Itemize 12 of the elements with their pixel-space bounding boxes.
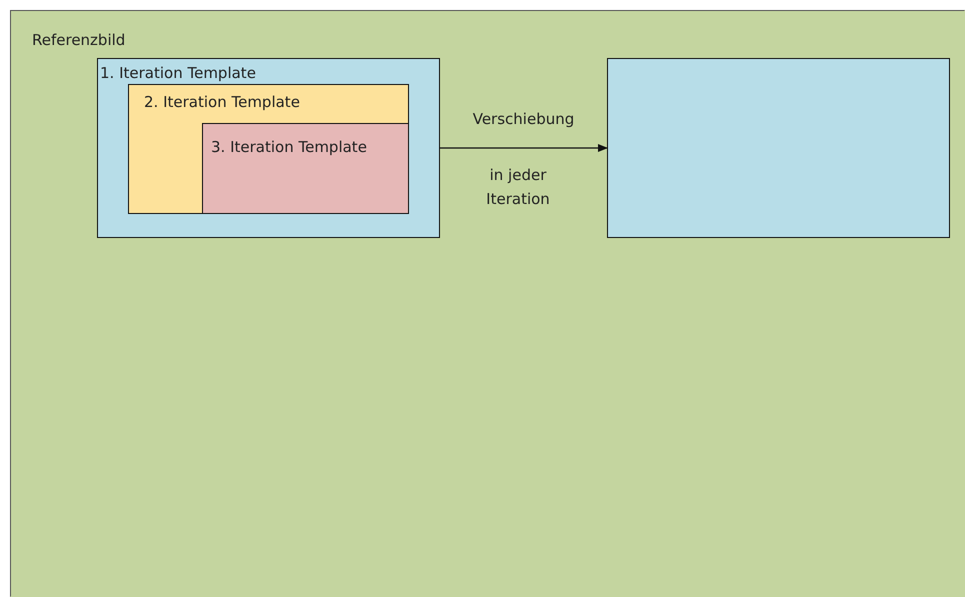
edge-label: Verschiebung bbox=[472, 110, 576, 128]
box-title: 3. Iteration Template bbox=[211, 138, 367, 156]
box-title: 1. Iteration Template bbox=[100, 64, 256, 82]
box-title: Referenzbild bbox=[32, 31, 126, 49]
box-shape bbox=[607, 58, 950, 238]
frame-box bbox=[10, 10, 965, 597]
box-title: 2. Iteration Template bbox=[144, 93, 300, 111]
arrow bbox=[440, 144, 608, 152]
template-box bbox=[128, 84, 409, 214]
template-box bbox=[202, 123, 409, 214]
template-box bbox=[97, 58, 440, 238]
note-text: in jeder Iteration bbox=[485, 165, 551, 210]
